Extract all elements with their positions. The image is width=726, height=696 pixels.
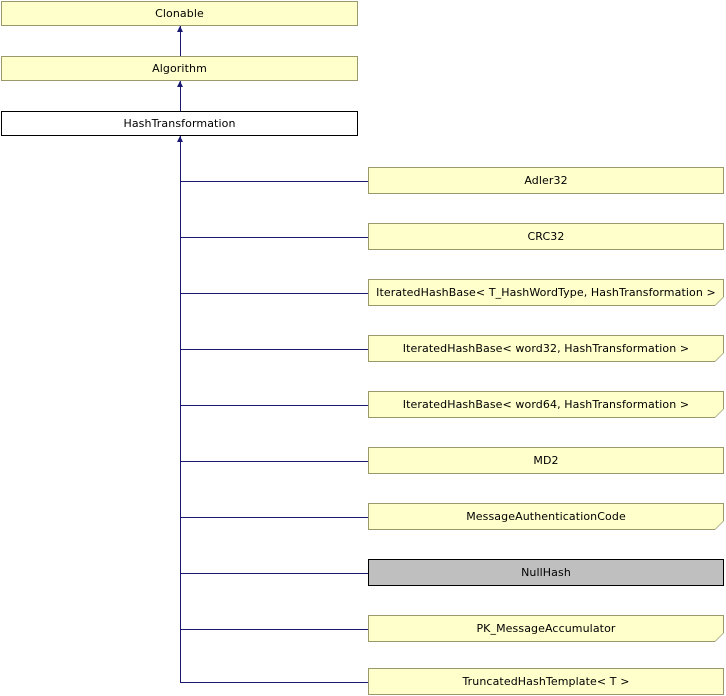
class-node-nullhash[interactable]: NullHash — [368, 559, 724, 586]
descendant-trunk-edge — [180, 136, 181, 682]
class-node-label: MD2 — [533, 454, 559, 467]
class-node-algorithm[interactable]: Algorithm — [1, 56, 358, 81]
class-node-label: Adler32 — [524, 174, 568, 187]
class-node-clonable[interactable]: Clonable — [1, 1, 358, 26]
descendant-branch-edge — [180, 237, 368, 238]
class-node-label: CRC32 — [527, 230, 565, 243]
class-node-label: MessageAuthenticationCode — [466, 510, 626, 523]
class-node-adler32[interactable]: Adler32 — [368, 167, 724, 194]
class-node-label: IteratedHashBase< word32, HashTransforma… — [402, 342, 690, 355]
class-node-iteratedhashbase-t[interactable]: IteratedHashBase< T_HashWordType, HashTr… — [368, 279, 724, 306]
class-node-label: Clonable — [155, 7, 204, 20]
class-node-label: Algorithm — [152, 62, 207, 75]
inheritance-edge-algorithm-clonable — [180, 26, 181, 56]
class-node-hashtransformation[interactable]: HashTransformation — [1, 111, 358, 136]
class-node-truncatedhashtemplate[interactable]: TruncatedHashTemplate< T > — [368, 668, 724, 695]
descendant-branch-edge — [180, 682, 368, 683]
descendant-branch-edge — [180, 293, 368, 294]
class-node-md2[interactable]: MD2 — [368, 447, 724, 474]
class-node-label: NullHash — [521, 566, 571, 579]
descendant-branch-edge — [180, 349, 368, 350]
class-node-pk-messageaccumulator[interactable]: PK_MessageAccumulator — [368, 615, 724, 642]
class-node-label: TruncatedHashTemplate< T > — [462, 675, 630, 688]
descendant-branch-edge — [180, 629, 368, 630]
descendant-branch-edge — [180, 181, 368, 182]
class-node-label: HashTransformation — [123, 117, 236, 130]
class-node-label: IteratedHashBase< word64, HashTransforma… — [402, 398, 690, 411]
class-node-label: PK_MessageAccumulator — [476, 622, 616, 635]
descendant-branch-edge — [180, 573, 368, 574]
class-node-crc32[interactable]: CRC32 — [368, 223, 724, 250]
descendant-branch-edge — [180, 461, 368, 462]
inheritance-edge-hashtransformation-algorithm — [180, 81, 181, 111]
inheritance-arrowhead-icon — [177, 81, 183, 87]
inheritance-arrowhead-icon — [177, 26, 183, 32]
descendant-branch-edge — [180, 517, 368, 518]
descendant-branch-edge — [180, 405, 368, 406]
class-node-iteratedhashbase-word32[interactable]: IteratedHashBase< word32, HashTransforma… — [368, 335, 724, 362]
class-node-label: IteratedHashBase< T_HashWordType, HashTr… — [376, 286, 716, 299]
class-node-iteratedhashbase-word64[interactable]: IteratedHashBase< word64, HashTransforma… — [368, 391, 724, 418]
class-node-messageauthenticationcode[interactable]: MessageAuthenticationCode — [368, 503, 724, 530]
